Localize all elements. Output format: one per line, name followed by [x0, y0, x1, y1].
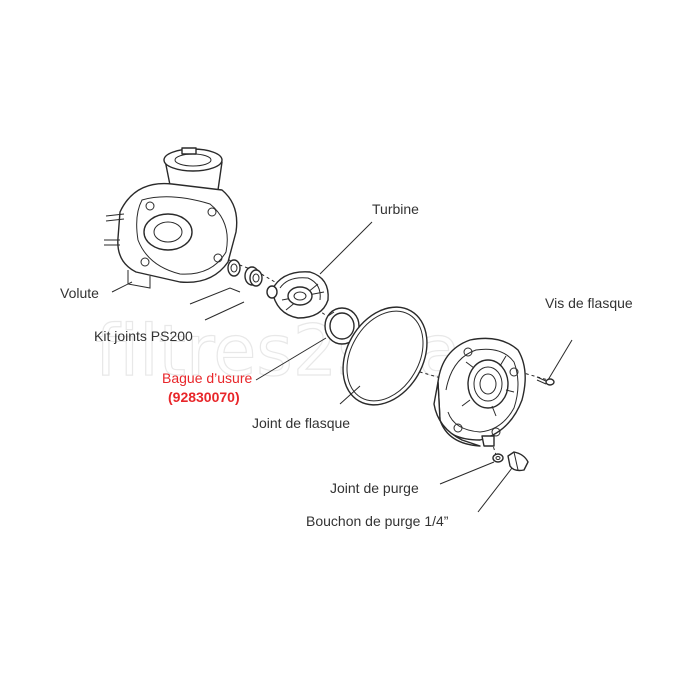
label-turbine: Turbine	[372, 201, 419, 217]
leader-joint-flasque	[339, 385, 361, 405]
leader-kit-joints	[189, 287, 241, 305]
screw-part	[536, 376, 555, 386]
label-kit-joints: Kit joints PS200	[94, 328, 193, 344]
volute-part	[104, 147, 238, 289]
label-bague-ref: (92830070)	[168, 389, 240, 405]
drain-plug-part	[507, 451, 529, 472]
leader-volute	[111, 281, 133, 293]
faceplate-part	[433, 337, 526, 447]
impeller-part	[266, 271, 329, 319]
leader-joint-purge	[439, 461, 495, 485]
label-joint-flasque: Joint de flasque	[252, 415, 350, 431]
label-joint-purge: Joint de purge	[330, 480, 419, 496]
label-volute: Volute	[60, 285, 99, 301]
label-bague-usure: Bague d’usure	[162, 370, 253, 386]
leader-vis-flasque	[547, 339, 573, 381]
leader-bouchon-purge	[477, 467, 513, 513]
leader-bague	[255, 337, 327, 381]
leader-kit-joints-lower	[204, 301, 245, 321]
leader-turbine	[319, 221, 373, 275]
oring-part	[342, 306, 428, 406]
drain-seal-part	[492, 453, 504, 463]
wear-ring-part	[324, 307, 360, 345]
label-bouchon-purge: Bouchon de purge 1/4”	[306, 513, 449, 529]
label-vis-flasque: Vis de flasque	[545, 295, 633, 311]
screw-axis	[519, 371, 549, 381]
seal-kit-part	[227, 259, 263, 287]
